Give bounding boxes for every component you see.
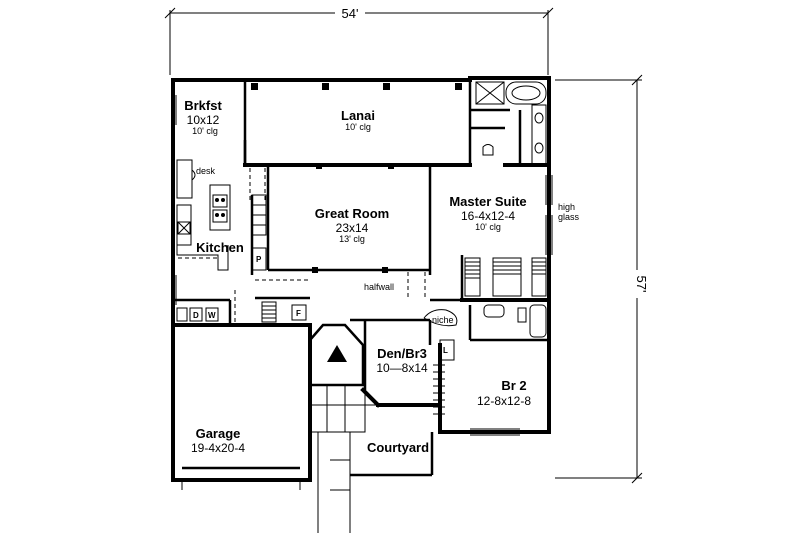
halfwall-label: halfwall xyxy=(364,282,394,292)
brkfst-ceiling: 10' clg xyxy=(192,126,218,136)
hall-bath-area xyxy=(423,298,549,342)
brkfst-name: Brkfst xyxy=(184,98,222,113)
master-suite-size: 16-4x12-4 xyxy=(461,209,515,223)
dimension-width: 54' xyxy=(164,6,554,75)
lanai-ceiling: 10' clg xyxy=(345,122,371,132)
br2-name: Br 2 xyxy=(501,378,526,393)
kitchen-area: P xyxy=(175,95,267,305)
den-name: Den/Br3 xyxy=(377,346,427,361)
great-room-area: F xyxy=(255,165,432,323)
dryer-label: D xyxy=(193,311,199,320)
fireplace-label: F xyxy=(296,309,301,318)
pantry-label: P xyxy=(256,255,262,264)
laundry-area: D W xyxy=(173,290,236,325)
kitchen-name: Kitchen xyxy=(196,240,244,255)
lanai-name: Lanai xyxy=(341,108,375,123)
entry-arrow-icon xyxy=(327,345,347,362)
great-room-name: Great Room xyxy=(315,206,389,221)
lanai-area xyxy=(243,80,472,200)
great-room-ceiling: 13' clg xyxy=(339,234,365,244)
master-suite-ceiling: 10' clg xyxy=(475,222,501,232)
niche-label: niche xyxy=(432,315,454,325)
entry-area xyxy=(308,323,434,533)
desk-label: desk xyxy=(196,166,216,176)
br2-size: 12-8x12-8 xyxy=(477,394,531,408)
courtyard-name: Courtyard xyxy=(367,440,429,455)
high-label: high xyxy=(558,202,575,212)
bedrooms-area: L xyxy=(350,318,520,436)
glass-label: glass xyxy=(558,212,580,222)
garage-name: Garage xyxy=(196,426,241,441)
room-labels: Brkfst 10x12 10' clg Lanai 10' clg Great… xyxy=(184,98,579,455)
dimension-depth: 57' xyxy=(555,74,649,484)
garage-size: 19-4x20-4 xyxy=(191,441,245,455)
master-suite-name: Master Suite xyxy=(449,194,526,209)
brkfst-size: 10x12 xyxy=(187,113,220,127)
washer-label: W xyxy=(208,311,216,320)
den-size: 10—8x14 xyxy=(376,361,428,375)
garage-door xyxy=(181,466,301,490)
great-room-size: 23x14 xyxy=(336,221,369,235)
linen-label: L xyxy=(443,346,448,355)
depth-dimension-label: 57' xyxy=(634,276,649,293)
master-suite-area xyxy=(430,81,553,302)
width-dimension-label: 54' xyxy=(342,6,359,21)
